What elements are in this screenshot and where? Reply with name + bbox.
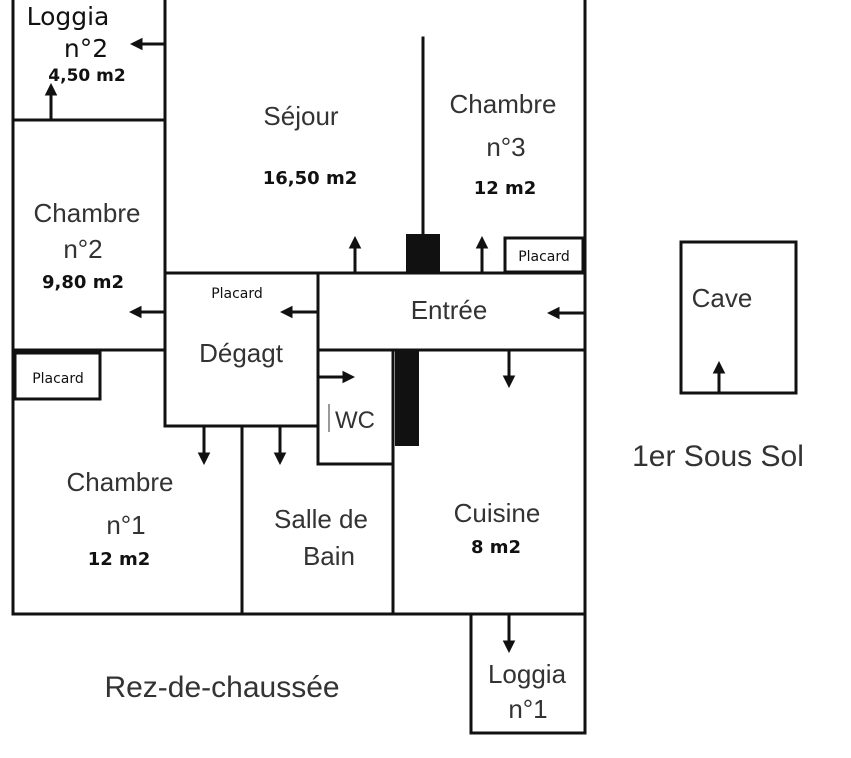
solid-wall-block: [395, 350, 419, 446]
loggia1-name-line2: n°1: [508, 694, 547, 724]
loggia2-name-line1: Loggia: [27, 2, 110, 31]
loggia2-area: 4,50 m2: [48, 66, 125, 86]
degagt-name: Dégagt: [199, 338, 284, 368]
chambre3-area: 12 m2: [474, 178, 537, 199]
placard-degagt-label: Placard: [211, 286, 263, 302]
cuisine-name: Cuisine: [454, 498, 541, 528]
placard-chambre3-label: Placard: [518, 249, 570, 265]
entree-name: Entrée: [411, 295, 488, 325]
door-arrows: [44, 37, 726, 654]
chambre1-name-line2: n°1: [106, 510, 145, 540]
placard-box-chambre2: [13, 351, 102, 401]
placard-box-chambre3: [503, 236, 585, 274]
ground-floor-title: Rez-de-chaussée: [104, 671, 339, 704]
sejour-area: 16,50 m2: [263, 168, 357, 189]
cuisine-area: 8 m2: [471, 537, 521, 558]
sdb-name-line2: Bain: [303, 541, 355, 571]
chambre3-name-line1: Chambre: [450, 89, 557, 119]
chambre1-area: 12 m2: [88, 549, 151, 570]
loggia1-name-line1: Loggia: [488, 659, 567, 689]
sdb-name-line1: Salle de: [274, 504, 368, 534]
chambre2-name-line2: n°2: [63, 234, 102, 264]
chambre2-name-line1: Chambre: [34, 198, 141, 228]
basement-title: 1er Sous Sol: [632, 440, 804, 473]
chambre3-name-line2: n°3: [486, 132, 525, 162]
chimney-block: [406, 234, 440, 272]
cave-box: [679, 240, 798, 395]
sejour-name: Séjour: [263, 101, 338, 131]
cave-name: Cave: [692, 283, 753, 313]
walls: [11, 0, 587, 735]
loggia2-name-line2: n°2: [64, 34, 108, 63]
wc-name: WC: [335, 407, 375, 434]
placard-chambre2-label: Placard: [32, 371, 84, 387]
chambre2-area: 9,80 m2: [42, 272, 124, 293]
chambre1-name-line1: Chambre: [67, 467, 174, 497]
